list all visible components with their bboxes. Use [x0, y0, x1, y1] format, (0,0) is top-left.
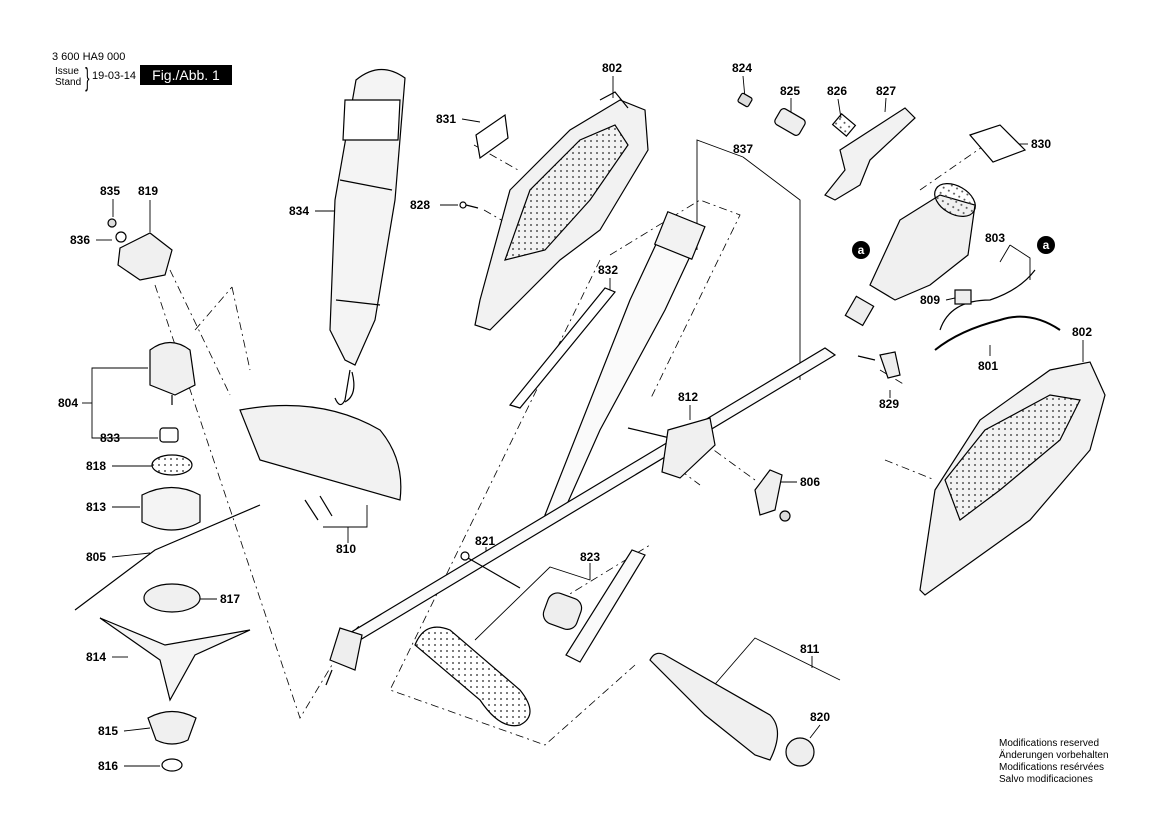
callout-831: 831: [436, 112, 456, 126]
spool-part-813: [141, 486, 201, 531]
screw-part-835: [107, 218, 117, 228]
callout-837: 837: [733, 142, 753, 156]
issue-label-de: Stand: [55, 77, 82, 88]
marker-a-left: a: [852, 241, 870, 259]
callout-809: 809: [920, 293, 940, 307]
note-es: Salvo modificaciones: [999, 774, 1093, 785]
marker-a-right: a: [1037, 236, 1055, 254]
head-part-804: [149, 341, 196, 396]
issue-label-en: Issue: [55, 66, 79, 77]
callout-802-right: 802: [1072, 325, 1092, 339]
callout-823: 823: [580, 550, 600, 564]
callout-833: 833: [100, 431, 120, 445]
label-part-830: [968, 124, 1027, 163]
screw-part-828: [459, 201, 479, 209]
cap-part-820: [785, 737, 815, 767]
callout-804: 804: [58, 396, 78, 410]
nut-part-818: [151, 454, 193, 476]
bolt-part-821: [460, 551, 521, 589]
washer-part-836: [115, 231, 127, 243]
svg-text:a: a: [1043, 238, 1050, 252]
strap-part-834: [329, 68, 406, 406]
parts: [74, 68, 1106, 772]
callout-803: 803: [985, 231, 1005, 245]
callout-826: 826: [827, 84, 847, 98]
callout-830: 830: [1031, 137, 1051, 151]
note-de: Änderungen vorbehalten: [999, 750, 1109, 761]
knob-part-823: [542, 592, 583, 630]
bowl-part-815: [147, 710, 197, 745]
callout-806: 806: [800, 475, 820, 489]
callout-813: 813: [86, 500, 106, 514]
nut-part-816: [161, 758, 183, 772]
tube-part-832: [508, 287, 616, 409]
callout-836: 836: [70, 233, 90, 247]
callout-827: 827: [876, 84, 896, 98]
housing-half-part-802-left: [474, 91, 649, 331]
clip-part-806: [754, 469, 791, 522]
housing-half-part-802-right: [919, 361, 1106, 596]
blade-part-814: [99, 617, 251, 702]
motor-assembly: [844, 183, 976, 327]
label-part-831: [475, 113, 509, 160]
callout-802-top: 802: [602, 61, 622, 75]
callout-815: 815: [98, 724, 118, 738]
callout-810: 810: [336, 542, 356, 556]
callout-834: 834: [289, 204, 309, 218]
note-en: Modifications reserved: [999, 738, 1100, 749]
issue-brace: }: [85, 62, 90, 92]
callout-818: 818: [86, 459, 106, 473]
lever-part-827: [824, 107, 916, 201]
callout-814: 814: [86, 650, 106, 664]
drawing-number: 3 600 HA9 000: [52, 51, 126, 63]
callout-835: 835: [100, 184, 120, 198]
note-fr: Modifications resérvées: [999, 762, 1105, 773]
bushing-part-833: [159, 427, 179, 443]
callout-817: 817: [220, 592, 240, 606]
callout-825: 825: [780, 84, 800, 98]
callout-816: 816: [98, 759, 118, 773]
main-shaft: [325, 347, 837, 686]
callout-819: 819: [138, 184, 158, 198]
callout-821: 821: [475, 534, 495, 548]
grip-tube-part-811: [649, 652, 779, 761]
bracket-part-829: [857, 351, 901, 379]
wiring-part-803: [939, 269, 1036, 331]
guard-part-810: [239, 404, 402, 521]
cable-part-801: [934, 315, 1061, 351]
modifications-note: Modifications reserved Änderungen vorbeh…: [999, 738, 1109, 786]
callout-820: 820: [810, 710, 830, 724]
cover-part-819: [117, 232, 173, 281]
disc-part-817: [143, 583, 201, 613]
callout-812: 812: [678, 390, 698, 404]
callout-801: 801: [978, 359, 998, 373]
handle-clamp-part-812: [627, 417, 716, 479]
callout-828: 828: [410, 198, 430, 212]
switch-part-809: [954, 289, 972, 305]
callout-829: 829: [879, 397, 899, 411]
callout-824: 824: [732, 61, 752, 75]
spring-part-826: [831, 113, 857, 137]
issue-label: Issue Stand: [55, 66, 81, 88]
callout-811: 811: [800, 642, 820, 656]
auxiliary-handle: [414, 626, 531, 727]
spring-part-824: [737, 92, 753, 108]
callout-832: 832: [598, 263, 618, 277]
callout-805: 805: [86, 550, 106, 564]
figure-label: Fig./Abb. 1: [140, 65, 232, 85]
svg-text:a: a: [858, 243, 865, 257]
sleeve-part-825: [774, 108, 806, 136]
issue-date: 19-03-14: [92, 70, 137, 82]
leader-lines: [82, 75, 1084, 767]
wire-part-805: [74, 504, 261, 611]
